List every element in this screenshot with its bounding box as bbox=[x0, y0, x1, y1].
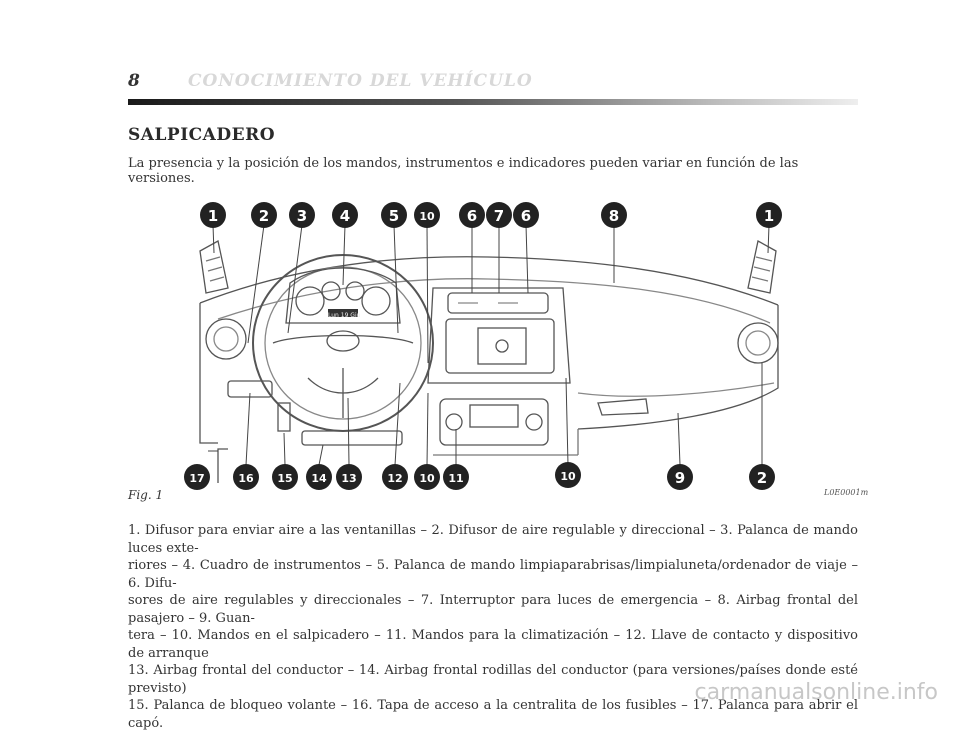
svg-text:15: 15 bbox=[277, 472, 292, 485]
callout-6-left: 6 bbox=[459, 202, 485, 228]
header-rule bbox=[128, 99, 858, 105]
caption-line: tera – 10. Mandos en el salpicadero – 11… bbox=[128, 628, 858, 661]
watermark: carmanualsonline.info bbox=[694, 680, 938, 705]
callout-2-bottom: 2 bbox=[749, 464, 775, 490]
dashboard-figure: Lun 19 Giu 1 2 bbox=[178, 193, 798, 495]
callout-3: 3 bbox=[289, 202, 315, 228]
running-title: CONOCIMIENTO DEL VEHÍCULO bbox=[188, 71, 533, 91]
callout-8: 8 bbox=[601, 202, 627, 228]
svg-text:6: 6 bbox=[467, 207, 477, 225]
callout-13: 13 bbox=[336, 464, 362, 490]
svg-text:12: 12 bbox=[387, 472, 402, 485]
callout-14: 14 bbox=[306, 464, 332, 490]
callout-4: 4 bbox=[332, 202, 358, 228]
svg-text:3: 3 bbox=[297, 207, 307, 225]
svg-text:17: 17 bbox=[189, 472, 204, 485]
svg-text:7: 7 bbox=[494, 207, 504, 225]
svg-text:2: 2 bbox=[259, 207, 269, 225]
figure-label: Fig. 1 bbox=[128, 488, 164, 502]
dashboard-illustration: Lun 19 Giu 1 2 bbox=[184, 202, 782, 490]
callout-10-top: 10 bbox=[414, 202, 440, 228]
callout-1-right: 1 bbox=[756, 202, 782, 228]
caption-line: riores – 4. Cuadro de instrumentos – 5. … bbox=[128, 558, 858, 591]
callout-16: 16 bbox=[233, 464, 259, 490]
svg-text:16: 16 bbox=[238, 472, 254, 485]
callout-1-left: 1 bbox=[200, 202, 226, 228]
callout-6-right: 6 bbox=[513, 202, 539, 228]
svg-text:6: 6 bbox=[521, 207, 531, 225]
svg-text:14: 14 bbox=[311, 472, 327, 485]
callout-7: 7 bbox=[486, 202, 512, 228]
cluster-display: Lun 19 Giu bbox=[328, 312, 361, 319]
callout-10-bottom-left: 10 bbox=[414, 464, 440, 490]
caption-line: sores de aire regulables y direccionales… bbox=[128, 593, 858, 626]
svg-text:9: 9 bbox=[675, 469, 685, 487]
svg-text:5: 5 bbox=[389, 207, 399, 225]
svg-text:1: 1 bbox=[764, 207, 774, 225]
callout-15: 15 bbox=[272, 464, 298, 490]
page-header: 8 CONOCIMIENTO DEL VEHÍCULO bbox=[128, 68, 858, 108]
svg-text:11: 11 bbox=[448, 472, 463, 485]
callout-10-bottom-right: 10 bbox=[555, 462, 581, 488]
svg-text:1: 1 bbox=[208, 207, 218, 225]
svg-text:10: 10 bbox=[419, 472, 435, 485]
caption-line: 13. Airbag frontal del conductor – 14. A… bbox=[128, 663, 858, 696]
callout-11: 11 bbox=[443, 464, 469, 490]
callout-12: 12 bbox=[382, 464, 408, 490]
svg-text:13: 13 bbox=[341, 472, 356, 485]
svg-text:4: 4 bbox=[340, 207, 350, 225]
svg-text:10: 10 bbox=[560, 470, 576, 483]
svg-text:8: 8 bbox=[609, 207, 619, 225]
svg-text:10: 10 bbox=[419, 210, 435, 223]
svg-text:2: 2 bbox=[757, 469, 767, 487]
caption-line: 1. Difusor para enviar aire a las ventan… bbox=[128, 523, 858, 556]
callout-9: 9 bbox=[667, 464, 693, 490]
callout-2-top: 2 bbox=[251, 202, 277, 228]
section-title: SALPICADERO bbox=[128, 125, 276, 145]
callout-17: 17 bbox=[184, 464, 210, 490]
page-number: 8 bbox=[128, 71, 140, 91]
intro-text: La presencia y la posición de los mandos… bbox=[128, 156, 799, 186]
callout-5: 5 bbox=[381, 202, 407, 228]
figure-code: L0E0001m bbox=[824, 488, 869, 497]
